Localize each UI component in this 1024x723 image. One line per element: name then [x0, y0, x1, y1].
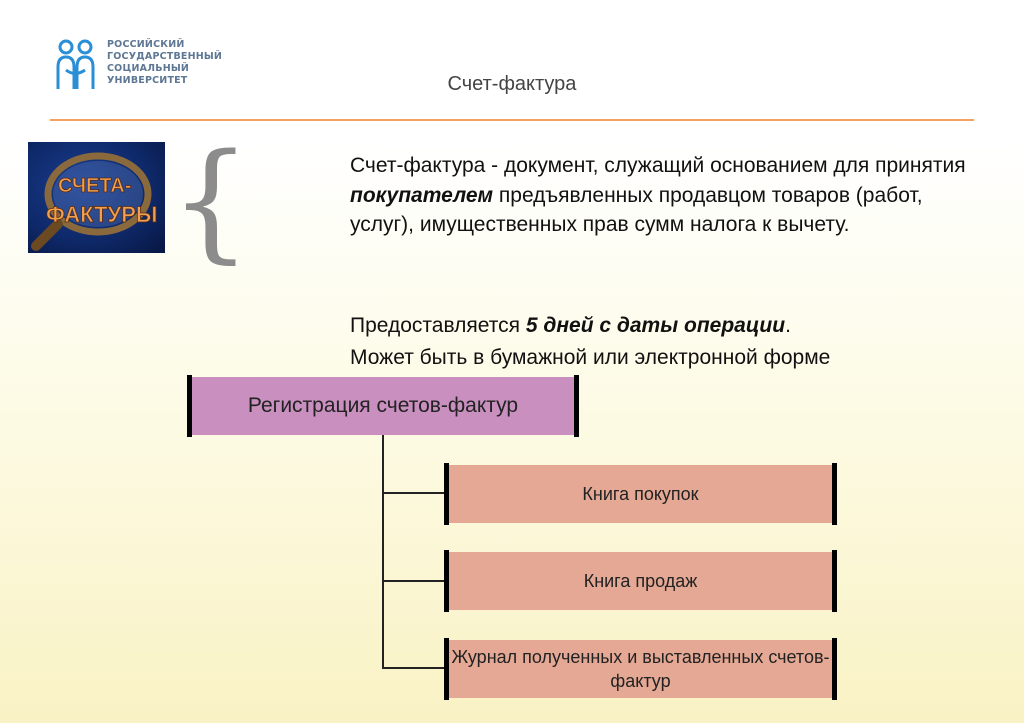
slide-title: Счет-фактура: [447, 73, 577, 95]
logo-line: УНИВЕРСИТЕТ: [107, 75, 188, 86]
logo-text: РОССИЙСКИЙ ГОСУДАРСТВЕННЫЙ СОЦИАЛЬНЫЙ УН…: [107, 39, 222, 87]
connector-branch-2: [382, 580, 447, 582]
connector-branch-3: [382, 667, 447, 669]
people-logo-icon: [56, 39, 95, 89]
diagram-child-label: Журнал полученных и выставленных счетов-…: [451, 647, 830, 691]
definition-emphasis: покупателем: [350, 183, 494, 207]
definition-text: Счет-фактура - документ, служащий основа…: [350, 151, 970, 240]
definition-part-1: Счет-фактура - документ, служащий основа…: [350, 154, 966, 177]
diagram-child-label: Книга покупок: [582, 484, 699, 504]
photo-caption-1: СЧЕТА-: [58, 175, 131, 197]
magnifier-icon: СЧЕТА- ФАКТУРЫ: [31, 152, 158, 251]
title-divider: [50, 119, 974, 121]
term-text: Предоставляется 5 дней с даты операции.: [350, 312, 970, 340]
diagram-child-box: Журнал полученных и выставленных счетов-…: [444, 638, 837, 700]
term-emphasis: 5 дней с даты операции: [525, 314, 786, 337]
diagram-root-box: Регистрация счетов-фактур: [187, 375, 579, 437]
definition-part-2: предъявленных продавцом товаров (работ, …: [350, 183, 923, 237]
logo-line: СОЦИАЛЬНЫЙ: [107, 63, 190, 74]
term-suffix: .: [785, 314, 791, 337]
connector-branch-1: [382, 492, 447, 494]
logo-line: РОССИЙСКИЙ: [107, 39, 185, 50]
diagram-child-label: Книга продаж: [583, 571, 698, 591]
diagram-root-label: Регистрация счетов-фактур: [247, 394, 519, 417]
university-logo: РОССИЙСКИЙ ГОСУДАРСТВЕННЫЙ СОЦИАЛЬНЫЙ УН…: [55, 37, 255, 92]
diagram-child-box: Книга покупок: [444, 463, 837, 525]
brace-icon: {: [170, 127, 252, 276]
term-prefix: Предоставляется: [350, 314, 526, 337]
connector-vertical: [382, 435, 384, 668]
invoice-photo: СЧЕТА- ФАКТУРЫ: [28, 142, 165, 253]
form-note: Может быть в бумажной или электронной фо…: [350, 346, 831, 369]
logo-line: ГОСУДАРСТВЕННЫЙ: [107, 51, 223, 62]
diagram-child-box: Книга продаж: [444, 550, 837, 612]
photo-caption-2: ФАКТУРЫ: [46, 202, 157, 227]
